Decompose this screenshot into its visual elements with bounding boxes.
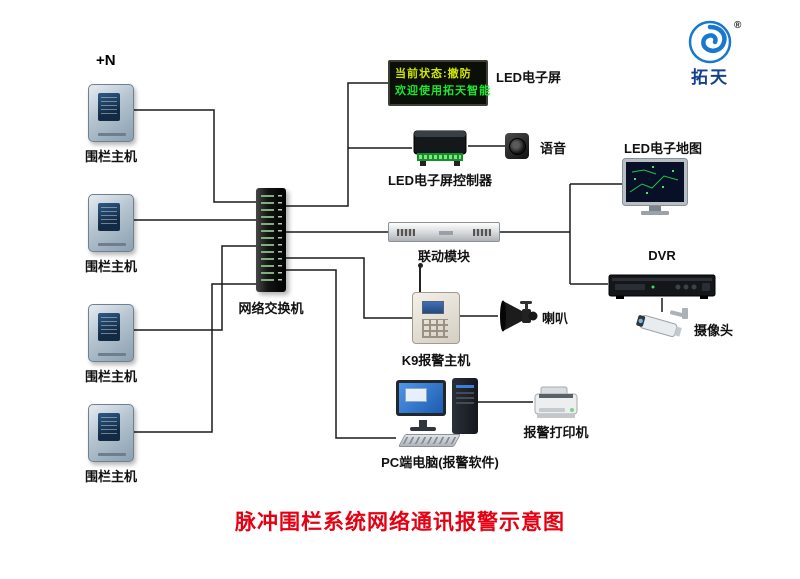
fence-host-slot — [98, 133, 126, 136]
fence-host-label: 围栏主机 — [84, 259, 138, 274]
fence-host-1: 围栏主机 — [85, 84, 137, 164]
linkage-module-icon — [388, 222, 500, 242]
alarm-printer: 报警打印机 — [523, 386, 589, 440]
fence-host-icon — [88, 404, 134, 462]
fence-host-slot — [98, 453, 126, 456]
monitor-screen — [399, 383, 443, 413]
wire-switch-pc — [286, 269, 396, 439]
led-status-text: 当前状态:撤防 — [395, 68, 472, 81]
horn-speaker-icon — [500, 300, 538, 332]
fence-host-panel — [98, 413, 120, 441]
fence-host-icon — [88, 304, 134, 362]
voice-speaker: 语音 — [505, 133, 566, 159]
voice-speaker-label: 语音 — [540, 141, 567, 156]
horn-speaker: 喇叭 — [498, 298, 568, 341]
switch-ports — [261, 195, 274, 285]
monitor-icon — [396, 380, 446, 431]
fence-host-label: 围栏主机 — [84, 149, 138, 164]
k9-screen — [422, 301, 444, 314]
fence-host-icon — [88, 84, 134, 142]
horn-speaker-label: 喇叭 — [542, 311, 569, 326]
linkage-slot — [397, 229, 415, 236]
antenna-icon — [417, 263, 423, 294]
diagram-title: 脉冲围栏系统网络通讯报警示意图 — [235, 511, 565, 534]
led-welcome-text: 欢迎使用拓天智能 — [395, 84, 491, 97]
switch-leds — [278, 195, 282, 285]
led-controller: LED电子屏控制器 — [388, 126, 492, 188]
computer-tower-icon — [452, 378, 478, 434]
wire-switch-led-display — [286, 82, 388, 207]
camera-label: 摄像头 — [694, 323, 734, 338]
led-display-screen: 当前状态:撤防 欢迎使用拓天智能 — [388, 60, 491, 106]
k9-alarm-host-icon — [412, 292, 460, 344]
linkage-slot — [473, 229, 491, 236]
led-controller-label: LED电子屏控制器 — [387, 173, 493, 188]
fence-host-4: 围栏主机 — [85, 404, 137, 484]
alarm-printer-label: 报警打印机 — [523, 425, 589, 440]
fence-host-2: 围栏主机 — [85, 194, 137, 274]
dvr-label: DVR — [648, 248, 676, 263]
linkage-module-label: 联动模块 — [417, 249, 471, 264]
registered-mark: ® — [734, 20, 742, 31]
voice-speaker-icon — [505, 133, 529, 159]
plus-n-label: +N — [96, 52, 116, 69]
monitor-stand — [419, 420, 427, 427]
fence-host-panel — [98, 313, 120, 341]
wire-host4-switch — [134, 283, 256, 433]
wire-host1-switch — [134, 109, 256, 203]
linkage-module: 联动模块 — [388, 222, 500, 264]
led-display: 当前状态:撤防 欢迎使用拓天智能 LED电子屏 — [388, 60, 561, 106]
pc-workstation-label: PC端电脑(报警软件) — [381, 455, 499, 470]
fence-host-label: 围栏主机 — [84, 369, 138, 384]
brand-logo-icon — [688, 20, 732, 64]
fence-host-icon — [88, 194, 134, 252]
fence-host-slot — [98, 353, 126, 356]
led-map-icon — [622, 158, 688, 215]
network-switch: 网络交换机 — [238, 188, 304, 316]
led-display-label: LED电子屏 — [496, 70, 562, 85]
fence-host-label: 围栏主机 — [84, 469, 138, 484]
wire-switch-k9 — [286, 257, 412, 319]
wire-host3-switch — [134, 245, 256, 331]
brand-logo: ® 拓天 — [688, 20, 741, 87]
monitor-window — [405, 388, 427, 402]
network-switch-label: 网络交换机 — [238, 301, 304, 316]
keyboard-icon — [398, 434, 461, 447]
k9-alarm-host-label: K9报警主机 — [401, 353, 471, 368]
fence-host-panel — [98, 203, 120, 231]
fence-host-3: 围栏主机 — [85, 304, 137, 384]
camera: 摄像头 — [636, 306, 733, 351]
brand-name: 拓天 — [691, 68, 729, 87]
led-map-label: LED电子地图 — [624, 141, 703, 156]
alarm-printer-icon — [534, 386, 578, 418]
fence-host-slot — [98, 243, 126, 246]
dvr-icon — [608, 274, 716, 299]
k9-keypad — [422, 319, 448, 338]
camera-icon — [636, 308, 688, 338]
network-switch-icon — [256, 188, 286, 292]
led-controller-icon — [413, 130, 467, 166]
fence-host-panel — [98, 93, 120, 121]
linkage-vent — [439, 231, 453, 235]
monitor-base — [410, 427, 436, 431]
